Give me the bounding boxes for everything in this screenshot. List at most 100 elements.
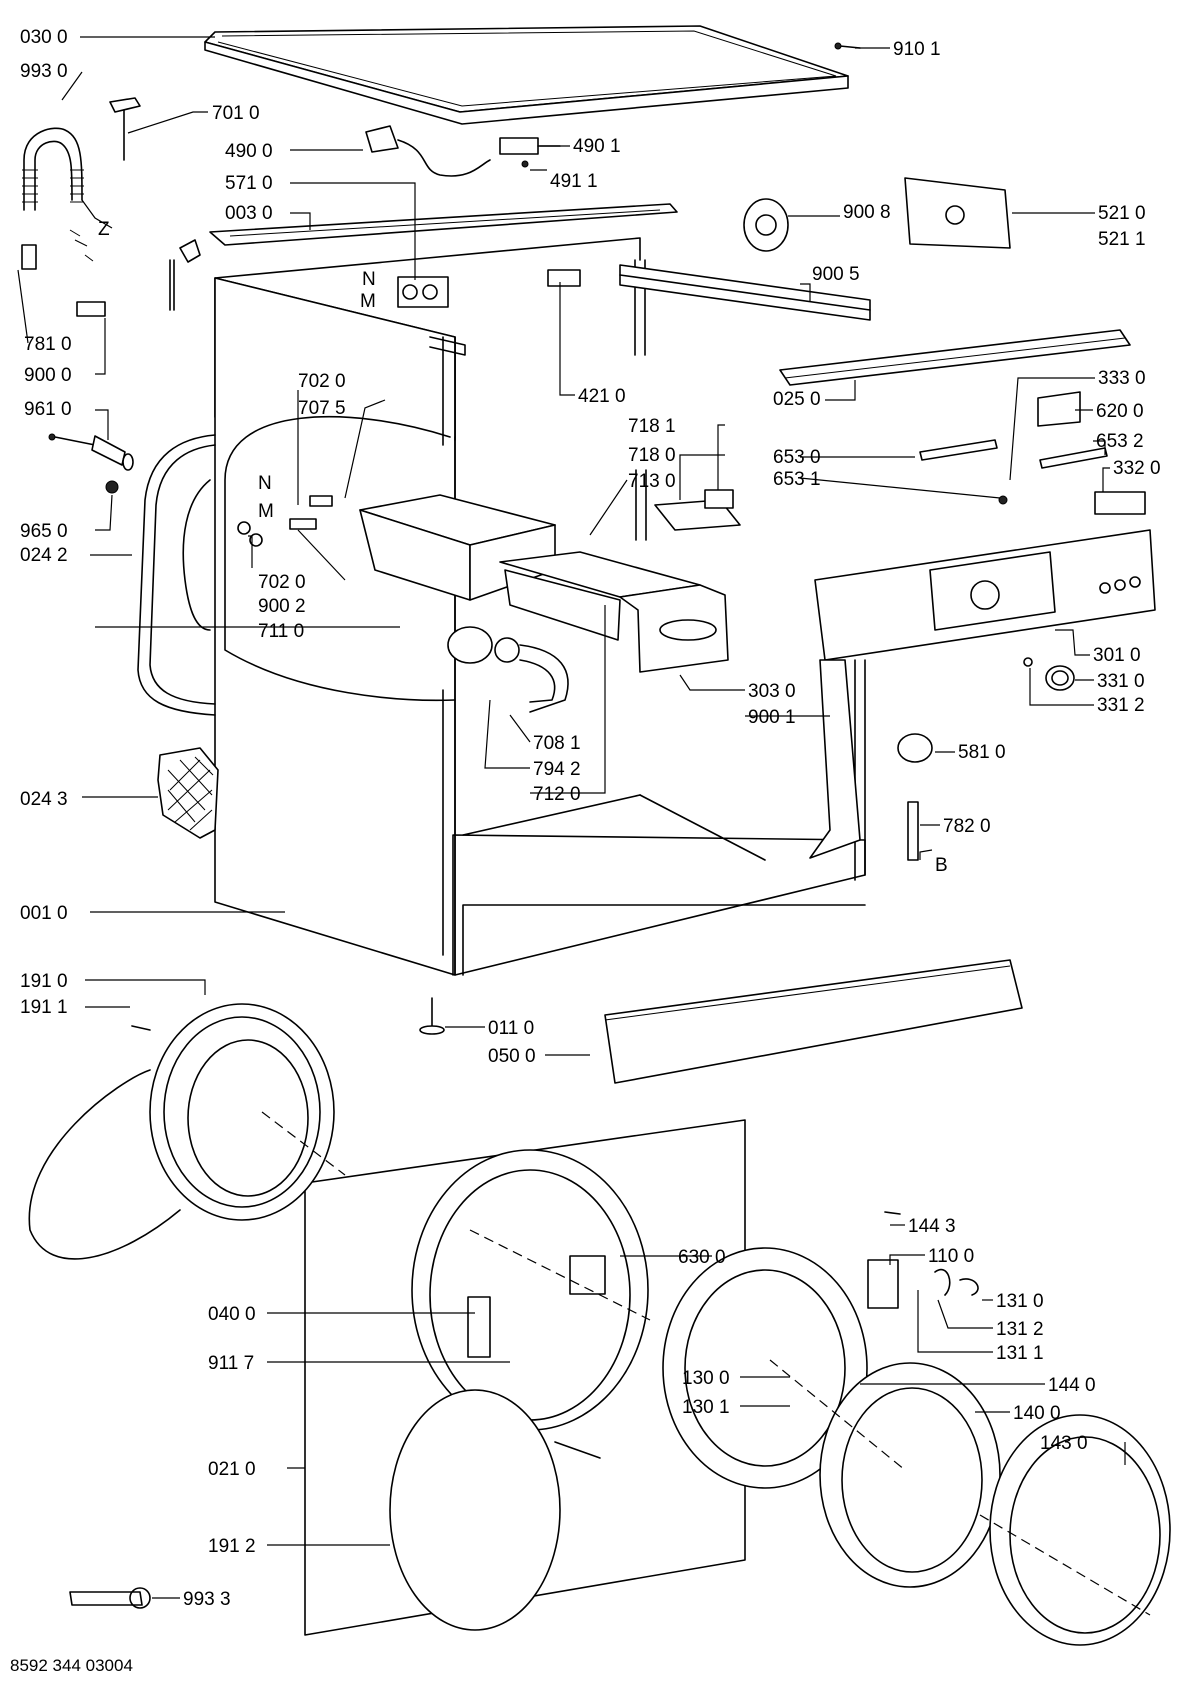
label-782-0: 782 0 (943, 816, 991, 837)
hose-794 (494, 637, 569, 713)
strip-653 (919, 439, 998, 461)
interlock-421 (547, 269, 581, 287)
document-number: 8592 344 03004 (10, 1656, 133, 1675)
clip-900-0 (76, 301, 106, 317)
lock-630 (569, 1255, 606, 1295)
label-050-0: 050 0 (488, 1046, 536, 1067)
label-M-hose: M (258, 501, 274, 522)
control-panel-301 (814, 529, 1156, 661)
label-713-0: 713 0 (628, 471, 676, 492)
door-glass-140 (819, 1362, 1001, 1588)
label-521-1: 521 1 (1098, 229, 1146, 250)
label-702-0-b: 702 0 (258, 572, 306, 593)
label-993-0: 993 0 (20, 61, 68, 82)
label-900-0: 900 0 (24, 365, 72, 386)
bracket-900-5 (619, 264, 871, 321)
board-620 (1037, 391, 1081, 427)
label-332-0: 332 0 (1113, 458, 1161, 479)
label-630-0: 630 0 (678, 1247, 726, 1268)
strip-653-2 (1039, 447, 1108, 469)
tube-782 (907, 801, 919, 861)
label-993-3: 993 3 (183, 1589, 231, 1610)
valve-900-8 (743, 198, 789, 252)
handle-993-3 (69, 1587, 151, 1609)
valve-003 (169, 239, 201, 311)
label-131-0: 131 0 (996, 1291, 1044, 1312)
screw-144-3 (884, 1211, 901, 1215)
door-frame-144 (662, 1247, 868, 1489)
label-301-0: 301 0 (1093, 645, 1141, 666)
front-panel (304, 1119, 746, 1636)
label-718-1: 718 1 (628, 416, 676, 437)
label-961-0: 961 0 (24, 399, 72, 420)
rear-frame (137, 434, 216, 716)
label-131-1: 131 1 (996, 1343, 1044, 1364)
label-900-1: 900 1 (748, 707, 796, 728)
label-040-0: 040 0 (208, 1304, 256, 1325)
label-001-0: 001 0 (20, 903, 68, 924)
label-024-2: 024 2 (20, 545, 68, 566)
hinge-110 (867, 1259, 979, 1309)
label-521-0: 521 0 (1098, 203, 1146, 224)
label-131-2: 131 2 (996, 1319, 1044, 1340)
knob-653-1 (998, 495, 1008, 505)
label-B: B (935, 855, 948, 876)
label-N-hose: N (258, 473, 272, 494)
label-331-0: 331 0 (1097, 671, 1145, 692)
label-711-0: 711 0 (258, 621, 305, 642)
hose-993 (21, 127, 94, 270)
label-144-3: 144 3 (908, 1216, 956, 1237)
switches-332 (1094, 491, 1146, 515)
label-130-0: 130 0 (682, 1368, 730, 1389)
label-653-0: 653 0 (773, 447, 821, 468)
label-701-0: 701 0 (212, 103, 260, 124)
label-331-2: 331 2 (1097, 695, 1145, 716)
label-620-0: 620 0 (1096, 401, 1144, 422)
knob-331 (1023, 657, 1075, 691)
kickplate-050 (604, 959, 1023, 1084)
label-025-0: 025 0 (773, 389, 821, 410)
foot-011 (419, 997, 445, 1035)
label-490-0: 490 0 (225, 141, 273, 162)
label-191-0: 191 0 (20, 971, 68, 992)
label-581-0: 581 0 (958, 742, 1006, 763)
label-130-1: 130 1 (682, 1397, 730, 1418)
label-011-0: 011 0 (488, 1018, 535, 1039)
label-421-0: 421 0 (578, 386, 626, 407)
plug-490 (365, 125, 491, 177)
label-191-2: 191 2 (208, 1536, 256, 1557)
label-Z: Z (98, 219, 110, 240)
label-N-valve: N (362, 269, 376, 290)
latch-040 (467, 1296, 491, 1358)
cable-701 (109, 97, 141, 161)
hoses-702 (237, 495, 333, 547)
label-024-3: 024 3 (20, 789, 68, 810)
label-143-0: 143 0 (1040, 1433, 1088, 1454)
label-781-0: 781 0 (24, 334, 72, 355)
label-718-0: 718 0 (628, 445, 676, 466)
label-491-1: 491 1 (550, 171, 598, 192)
pcb-900-1 (809, 659, 861, 859)
label-191-1: 191 1 (20, 997, 68, 1018)
spring-191-2 (554, 1441, 601, 1459)
drawer-303 (499, 551, 729, 673)
label-911-7: 911 7 (208, 1353, 255, 1374)
connector-490-1 (499, 137, 561, 168)
top-lid (204, 25, 849, 125)
filter-cover (157, 747, 219, 839)
door-outer-143 (989, 1414, 1171, 1646)
label-030-0: 030 0 (20, 27, 68, 48)
label-900-2: 900 2 (258, 596, 306, 617)
pump-961 (48, 433, 134, 471)
label-110-0: 110 0 (928, 1246, 975, 1267)
label-303-0: 303 0 (748, 681, 796, 702)
label-653-2: 653 2 (1096, 431, 1144, 452)
leader-lines (17, 36, 1126, 1599)
label-708-1: 708 1 (533, 733, 581, 754)
label-707-5: 707 5 (298, 398, 346, 419)
label-653-1: 653 1 (773, 469, 821, 490)
label-910-1: 910 1 (893, 39, 941, 60)
module-521 (904, 177, 1011, 249)
